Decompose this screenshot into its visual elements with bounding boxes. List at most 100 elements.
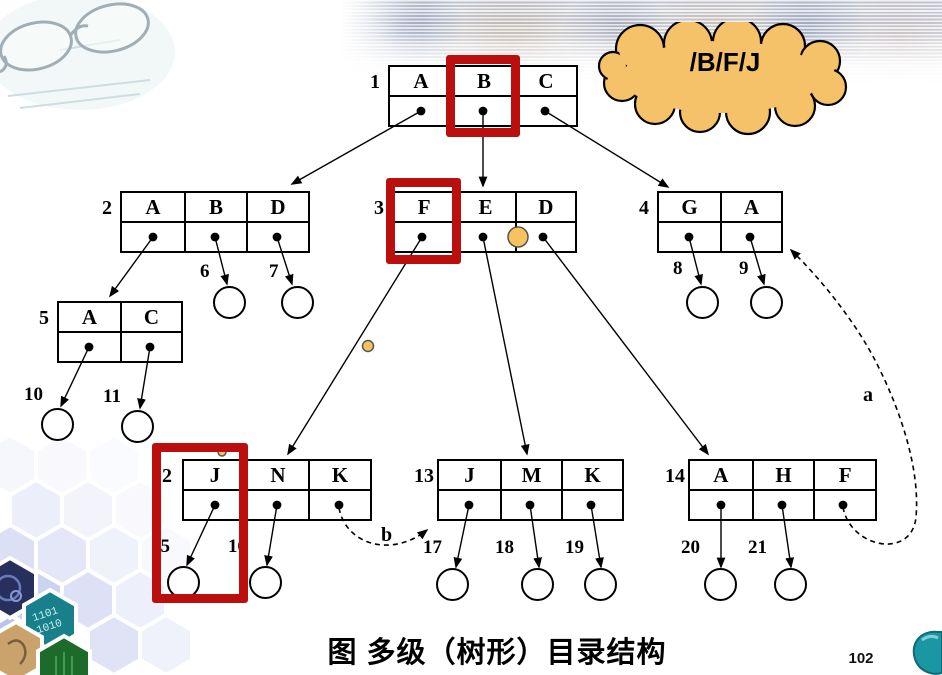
directory-node-5: A C — [57, 301, 183, 363]
pointer-cell — [308, 491, 370, 519]
directory-entry: A — [720, 193, 781, 223]
pointer-cell — [246, 223, 308, 251]
file-number-label: 10 — [24, 384, 43, 405]
pointer-cell — [514, 97, 576, 125]
pointer-cell — [751, 491, 814, 519]
page-number: 102 — [848, 650, 874, 667]
file-circle-10 — [41, 408, 74, 441]
file-circle-18 — [521, 568, 554, 601]
edge-label-a: a — [863, 384, 873, 406]
directory-node-4: G A — [657, 191, 783, 253]
hexagon-pattern-decor: 1101 1010 — [0, 432, 194, 675]
directory-entry: N — [246, 461, 308, 491]
file-circle-20 — [704, 568, 737, 601]
directory-entry: D — [246, 193, 308, 223]
directory-entry: K — [308, 461, 370, 491]
directory-entry: C — [514, 67, 576, 97]
file-number-label: 18 — [495, 537, 514, 558]
file-circle-17 — [436, 568, 469, 601]
directory-number-label: 1 — [370, 71, 380, 93]
directory-entry: K — [561, 461, 622, 491]
file-number-label: 11 — [103, 386, 121, 407]
file-number-label: 21 — [748, 537, 767, 558]
file-number-label: 19 — [565, 537, 584, 558]
directory-entry: J — [184, 461, 246, 491]
directory-entry: A — [59, 303, 120, 333]
directory-node-13: J M K — [437, 459, 624, 521]
pointer-cell — [690, 491, 752, 519]
highlight-box-dir3-F — [386, 178, 461, 264]
directory-entry: F — [813, 461, 875, 491]
file-circle-19 — [584, 568, 617, 601]
file-circle-16 — [249, 566, 282, 599]
directory-entry: B — [184, 193, 246, 223]
directory-number-label: 13 — [414, 465, 434, 487]
arrow-dir3-F-to-dir12 — [287, 236, 423, 456]
glasses-lenses — [0, 2, 150, 72]
directory-entry: M — [500, 461, 561, 491]
directory-entry: F — [394, 193, 455, 223]
directory-number-label: 2 — [102, 197, 112, 219]
file-circle-21 — [774, 568, 807, 601]
file-circle-8 — [686, 286, 719, 319]
search-marker-dot-path — [361, 339, 375, 353]
pointer-cell — [246, 491, 308, 519]
glasses-bridge — [68, 24, 89, 37]
pointer-cell — [59, 333, 120, 361]
lookup-path-label: /B/F/J — [689, 47, 761, 77]
file-number-label: 9 — [739, 258, 749, 279]
corner-decor-image — [912, 630, 942, 675]
file-circle-7 — [281, 286, 314, 319]
pointer-cell — [561, 491, 622, 519]
directory-entry: A — [690, 461, 752, 491]
highlight-box-dir12-J — [152, 443, 248, 603]
directory-entry: J — [439, 461, 500, 491]
search-marker-dots — [217, 226, 529, 457]
pointer-cell — [439, 491, 500, 519]
glasses-temple — [0, 55, 8, 74]
directory-node-2: A B D — [120, 191, 310, 253]
directory-entry: G — [659, 193, 720, 223]
directory-entry: A — [390, 67, 452, 97]
file-circle-9 — [750, 286, 783, 319]
file-number-label: 8 — [673, 258, 683, 279]
cloud-fill-cover — [607, 22, 843, 131]
pointer-cell — [500, 491, 561, 519]
file-number-label: 20 — [681, 537, 700, 558]
pointer-cell — [184, 223, 246, 251]
pointer-cell — [390, 97, 452, 125]
edge-label-b: b — [381, 524, 393, 546]
file-circle-11 — [121, 410, 154, 443]
directory-number-label: 3 — [374, 197, 384, 219]
directory-number-label: 14 — [665, 465, 685, 487]
corner-blob-highlight — [921, 634, 939, 642]
figure-caption: 图 多级（树形）目录结构 — [327, 637, 667, 669]
directory-entry: D — [514, 193, 575, 223]
pointer-cell — [514, 223, 575, 251]
corner-blob — [912, 630, 942, 675]
directory-entry: E — [454, 193, 515, 223]
directory-entry: C — [120, 303, 181, 333]
file-number-label: 17 — [423, 537, 442, 558]
arrow-dir3-E-to-dir13 — [482, 236, 530, 456]
pointer-cell — [454, 223, 514, 251]
file-number-label: 7 — [269, 261, 279, 282]
directory-number-label: 5 — [39, 307, 49, 329]
pointer-cell — [120, 333, 181, 361]
hexagon-photo-tiles — [0, 555, 92, 675]
directory-number-label: 4 — [639, 197, 649, 219]
file-circle-15 — [167, 566, 200, 599]
pointer-cell — [720, 223, 781, 251]
directory-entry: A — [122, 193, 184, 223]
directory-node-14: A H F — [688, 459, 877, 521]
pointer-cell — [659, 223, 720, 251]
eyeglasses-decor-image — [0, 0, 175, 110]
file-number-label: 6 — [200, 261, 210, 282]
highlight-box-dir1-B — [446, 55, 520, 137]
path-callout-cloud — [597, 22, 848, 136]
pointer-cell — [122, 223, 184, 251]
pointer-cell — [813, 491, 875, 519]
file-circle-6 — [213, 286, 246, 319]
directory-entry: H — [751, 461, 814, 491]
